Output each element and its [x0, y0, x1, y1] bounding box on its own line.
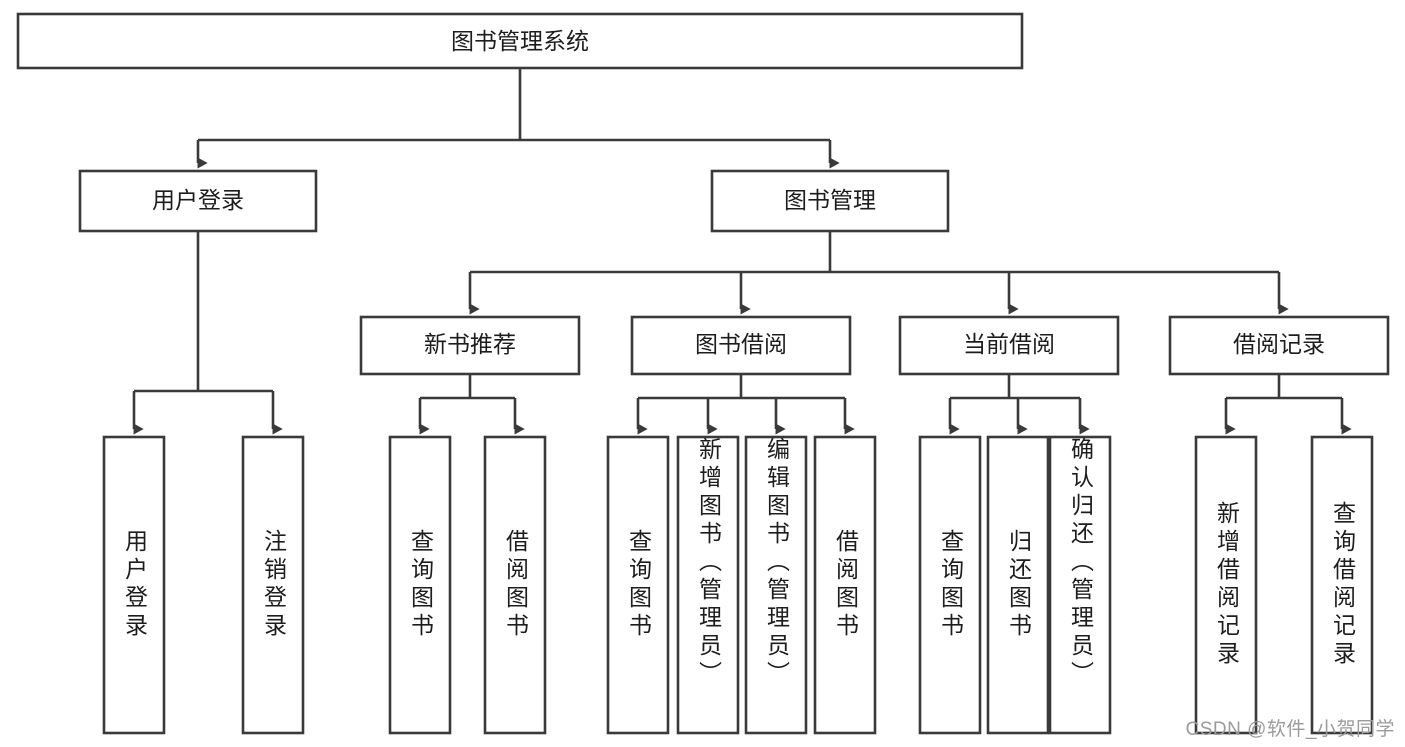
node-user-login-label: 用户登录 — [152, 187, 244, 213]
node-current-borrow[interactable]: 当前借阅 — [898, 315, 1120, 376]
node-book-borrow-label: 图书借阅 — [695, 331, 787, 357]
node-root-box[interactable] — [16, 12, 1024, 70]
node-borrow-records[interactable]: 借阅记录 — [1168, 315, 1390, 376]
leaf-box-query-book-new[interactable] — [388, 435, 452, 735]
node-current-borrow-label: 当前借阅 — [963, 331, 1055, 357]
node-current-borrow-box[interactable] — [898, 315, 1120, 376]
leaf-box-query-book-borrow[interactable] — [606, 435, 670, 735]
connector-layer — [132, 68, 1352, 435]
node-root[interactable]: 图书管理系统 — [16, 12, 1024, 70]
node-book-borrow-box[interactable] — [630, 315, 852, 376]
node-user-login-box[interactable] — [78, 169, 318, 233]
node-new-book-recommend-box[interactable] — [359, 315, 581, 376]
leaf-box-return-book[interactable] — [986, 435, 1050, 735]
leaf-box-confirm-return[interactable] — [1048, 435, 1112, 735]
leaf-box-borrow-book[interactable] — [813, 435, 877, 735]
leaf-box-borrow-book-new[interactable] — [483, 435, 547, 735]
leaf-box-add-book-admin[interactable] — [676, 435, 740, 735]
watermark-text: CSDN @软件_小贺同学 — [1185, 719, 1395, 740]
leaf-box-query-record[interactable] — [1310, 435, 1374, 735]
node-user-login[interactable]: 用户登录 — [78, 169, 318, 233]
node-root-label: 图书管理系统 — [451, 28, 589, 54]
node-book-management[interactable]: 图书管理 — [710, 169, 950, 233]
node-new-book-recommend[interactable]: 新书推荐 — [359, 315, 581, 376]
node-borrow-records-label: 借阅记录 — [1233, 331, 1325, 357]
leaf-box-user-login[interactable] — [102, 435, 166, 735]
leaf-box-logout[interactable] — [241, 435, 305, 735]
node-book-borrow[interactable]: 图书借阅 — [630, 315, 852, 376]
leaf-box-query-book-cur[interactable] — [918, 435, 982, 735]
node-book-management-box[interactable] — [710, 169, 950, 233]
node-new-book-recommend-label: 新书推荐 — [424, 331, 516, 357]
node-book-management-label: 图书管理 — [784, 187, 876, 213]
leaf-box-add-record[interactable] — [1194, 435, 1258, 735]
leaf-box-edit-book-admin[interactable] — [744, 435, 808, 735]
leaf-box-layer — [102, 435, 1374, 735]
node-borrow-records-box[interactable] — [1168, 315, 1390, 376]
